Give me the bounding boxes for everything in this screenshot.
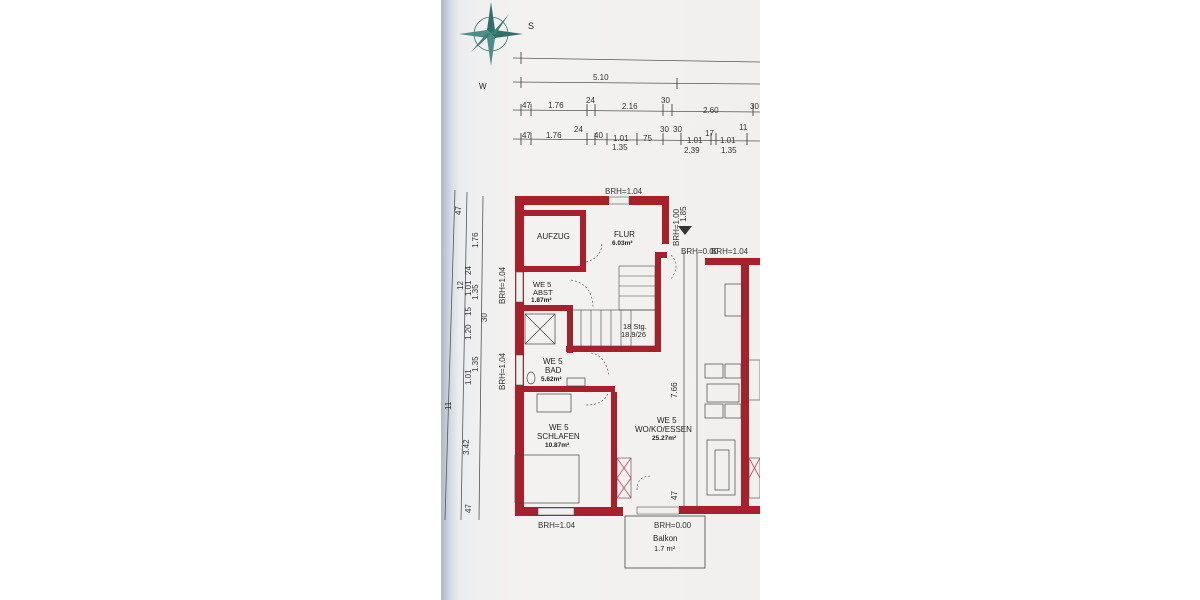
room-area: 1.7 m²: [654, 544, 676, 553]
room-name: Balkon: [653, 534, 677, 543]
compass-west-label: W: [479, 82, 487, 91]
door-swings: [570, 241, 677, 491]
dim-label: 40: [594, 131, 603, 140]
dim-label: 2.16: [622, 102, 638, 111]
book-spine: [441, 0, 459, 600]
dim-label: 1.35: [612, 143, 628, 152]
room-flur: FLUR 6.03m²: [612, 230, 635, 247]
room-abst: WE 5 ABST 1.87m²: [531, 280, 553, 304]
windows: [515, 196, 680, 516]
dim-label: 1.01: [720, 136, 736, 145]
room-stair: 18 Stg. 18.9/26: [621, 322, 647, 339]
dim-label: 24: [574, 125, 583, 134]
brh-label: BRH=0.00: [681, 247, 719, 256]
dim-label: 47: [522, 101, 531, 110]
dim-label: 1.20: [464, 324, 473, 340]
room-schlafen: WE 5 SCHLAFEN 10.87m²: [537, 423, 580, 449]
dim-label: 15: [464, 307, 473, 316]
dim-flur-gap: 1.85: [679, 206, 688, 222]
dim-label: 30: [480, 313, 489, 322]
dim-label: 12: [456, 281, 465, 290]
floor-plan-photo: S W 5.10 47 1.76 24 2.16 30 2.60 30: [441, 0, 760, 600]
brh-label: BRH=1.04: [711, 247, 749, 256]
room-name: SCHLAFEN: [537, 432, 580, 441]
brh-label: BRH=1.00: [672, 208, 681, 246]
dim-label: 1.35: [721, 146, 737, 155]
room-bad: WE 5 BAD 5.62m²: [541, 357, 563, 383]
dim-top-row2: 47 1.76 24 2.16 30 2.60 30: [522, 96, 759, 115]
fixtures: [514, 252, 744, 510]
dim-label: 47: [522, 131, 531, 140]
dim-label: 1.01: [687, 136, 703, 145]
room-area: 5.62m²: [541, 376, 562, 383]
dim-label: 1.35: [471, 356, 480, 372]
dim-label: 30: [750, 102, 759, 111]
room-name: WE 5: [657, 416, 677, 425]
dim-label: 30: [673, 125, 682, 134]
dim-top-row3: 47 1.76 24 40 1.01 75 30 30 17 1.01 11 1…: [522, 123, 748, 155]
stair-steps: 18 Stg.: [623, 322, 647, 331]
room-name: WE 5: [549, 423, 569, 432]
brh-label: BRH=1.04: [538, 521, 576, 530]
dim-label: 1.76: [471, 232, 480, 248]
dim-label: 17: [705, 129, 714, 138]
dim-balkon-gap: 47: [670, 491, 679, 500]
dim-label: 47: [454, 206, 463, 215]
stair-ratio: 18.9/26: [621, 330, 646, 339]
room-area: 10.87m²: [545, 442, 570, 449]
room-balkon: Balkon 1.7 m²: [653, 534, 677, 553]
dim-label: 30: [660, 125, 669, 134]
dim-label: 3.42: [462, 439, 471, 455]
dim-wo-height: 7.66: [670, 382, 679, 398]
dim-label: 1.01: [464, 280, 473, 296]
dim-label: 11: [739, 123, 748, 132]
dim-left-labels: 47 1.76 24 1.01 12 1.35 30 15 1.20 1.35 …: [444, 206, 489, 513]
dim-label: 1.76: [548, 101, 564, 110]
building-walls: [515, 196, 760, 516]
room-name: BAD: [545, 366, 562, 375]
dim-label: 2.60: [703, 106, 719, 115]
room-aufzug-label: AUFZUG: [537, 232, 570, 241]
triangle-marker-icon: [678, 226, 692, 235]
dim-label: 1.01: [464, 369, 473, 385]
room-area: 1.87m²: [531, 297, 552, 304]
hatched-panels: [616, 359, 760, 499]
room-area: 6.03m²: [612, 240, 633, 247]
floor-plan: S W 5.10 47 1.76 24 2.16 30 2.60 30: [444, 2, 760, 569]
brh-label: BRH=1.04: [605, 187, 643, 196]
dim-label: 75: [643, 134, 652, 143]
room-wohnen: WE 5 WO/KO/ESSEN 25.27m²: [635, 416, 692, 442]
room-area: 25.27m²: [652, 435, 677, 442]
dim-label: 11: [444, 401, 453, 410]
left-dimension-lines: [444, 189, 484, 521]
brh-label: BRH=1.04: [498, 352, 507, 390]
brh-label: BRH=1.04: [498, 266, 507, 304]
top-dimension-lines: [512, 52, 760, 145]
room-name: FLUR: [614, 230, 635, 239]
room-name: ABST: [533, 288, 553, 297]
dim-label: 24: [586, 96, 595, 105]
dim-label: 2.39: [684, 146, 700, 155]
compass-icon: [459, 2, 523, 66]
room-name: WE 5: [543, 357, 563, 366]
dim-label: 30: [661, 96, 670, 105]
brh-labels: BRH=1.04 BRH=1.00 BRH=0.00 BRH=1.04 BRH=…: [498, 187, 749, 530]
dim-top-row1: 5.10: [593, 73, 609, 82]
room-name: WE 5: [533, 280, 551, 289]
balcony-outline: [624, 515, 706, 569]
dim-label: 1.01: [613, 134, 629, 143]
dim-label: 24: [464, 266, 473, 275]
staircase: [570, 265, 656, 347]
dim-label: 47: [464, 504, 473, 513]
compass-south-label: S: [528, 21, 534, 31]
room-name: WO/KO/ESSEN: [635, 425, 692, 434]
dim-label: 1.35: [471, 284, 480, 300]
brh-label: BRH=0.00: [654, 521, 692, 530]
dim-label: 1.76: [546, 131, 562, 140]
